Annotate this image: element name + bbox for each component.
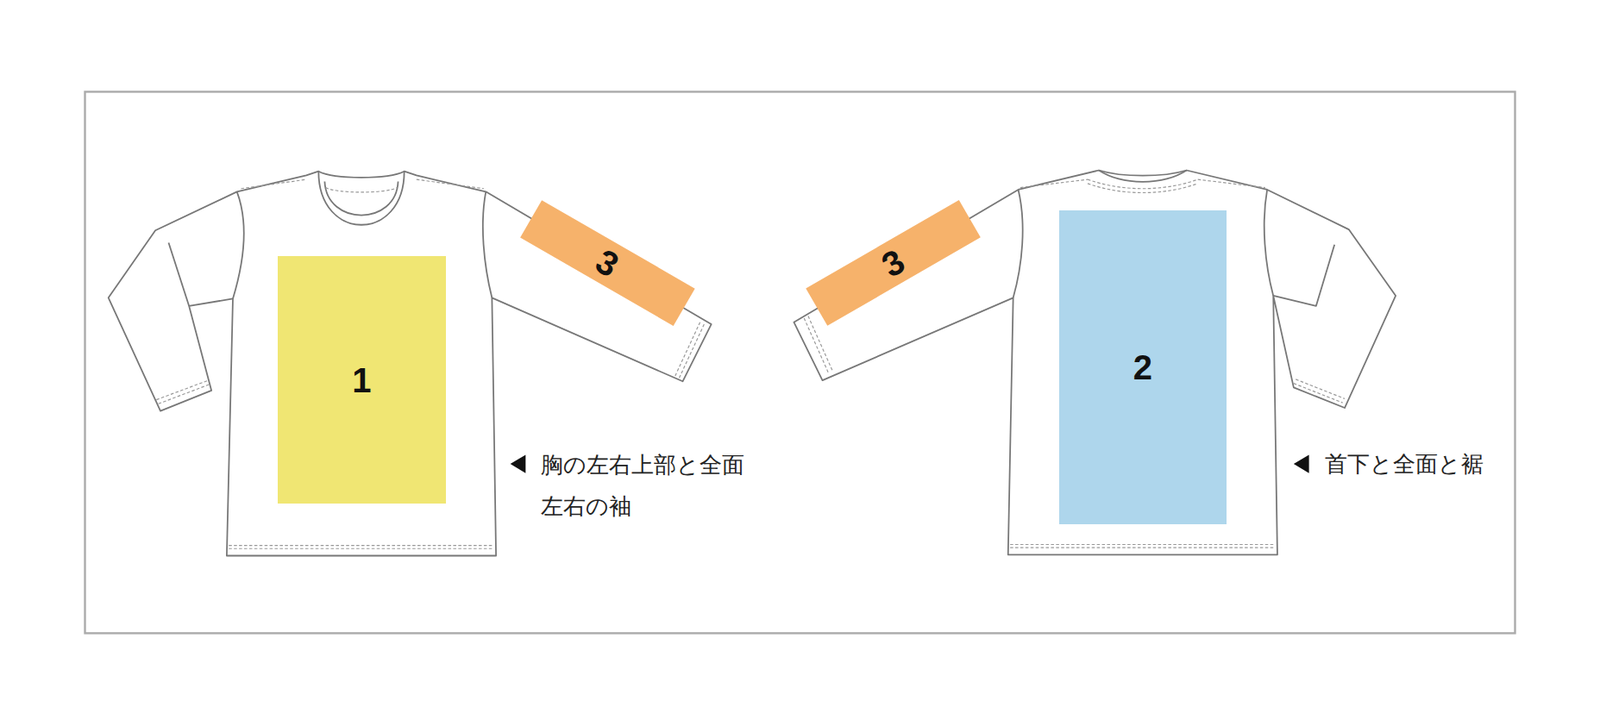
print-area-back: 2 bbox=[1059, 210, 1227, 525]
callout-number: 1 bbox=[351, 363, 371, 398]
callout-number: 2 bbox=[1133, 350, 1153, 385]
front-shirt bbox=[108, 171, 712, 557]
frame bbox=[85, 91, 1516, 634]
placement-note: 胸の左右上部と全面 bbox=[540, 451, 745, 479]
print-area-front: 1 bbox=[277, 256, 446, 504]
pointer-triangle bbox=[510, 454, 527, 473]
callout-number: 3 bbox=[876, 243, 910, 283]
placement-note: 首下と全面と裾 bbox=[1324, 451, 1484, 478]
placement-note: 左右の袖 bbox=[540, 493, 632, 521]
pointer-triangle bbox=[1293, 454, 1310, 473]
callout-number: 3 bbox=[589, 243, 624, 283]
back-shirt bbox=[793, 169, 1396, 555]
